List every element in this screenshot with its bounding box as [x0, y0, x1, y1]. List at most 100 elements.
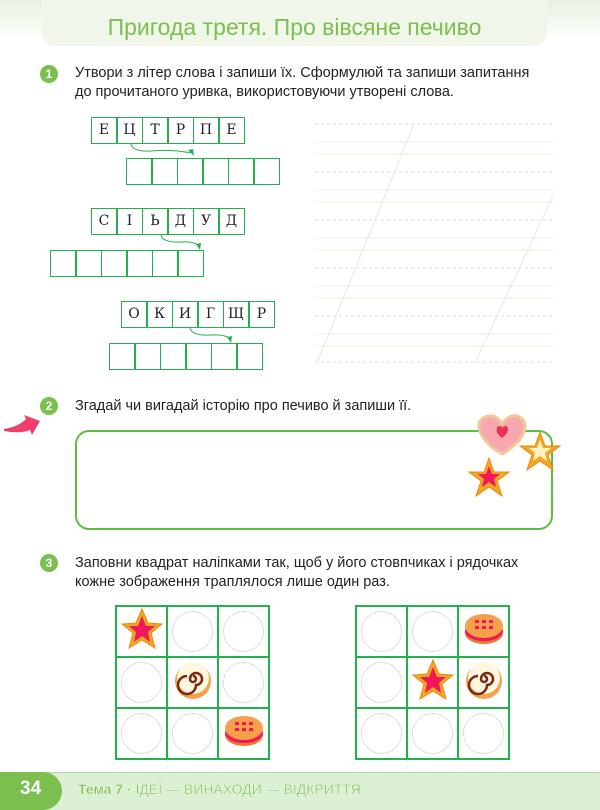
answer-cell[interactable] — [227, 158, 255, 185]
grid-cell[interactable] — [167, 606, 218, 657]
sticker-slot[interactable] — [223, 662, 264, 703]
bun-cookie-icon — [463, 659, 505, 706]
letter-cell: Т — [141, 117, 169, 144]
task3-line1: Заповни квадрат наліпками так, щоб у йог… — [75, 555, 519, 571]
footer-theme: Тема 7 · ІДЕЇ — ВИНАХОДИ — ВІДКРИТТЯ — [78, 781, 361, 797]
sticker-slot[interactable] — [361, 611, 402, 652]
answer-cell[interactable] — [75, 250, 102, 277]
answer-cell[interactable] — [151, 158, 178, 185]
sticker-slot[interactable] — [361, 662, 402, 703]
task1-text: Утвори з літер слова і запиши їх. Сформу… — [75, 64, 529, 102]
arrow-icon — [189, 327, 231, 341]
grid-cell[interactable] — [356, 657, 407, 708]
answer-cell[interactable] — [126, 250, 153, 277]
task1-line2: до прочитаного уривка, використовуючи ут… — [75, 84, 454, 100]
grid-cell[interactable] — [116, 657, 167, 708]
grid-cell[interactable] — [167, 657, 218, 708]
letter-cell: Р — [167, 117, 194, 144]
grid-cell[interactable] — [407, 606, 458, 657]
grid-cell[interactable] — [458, 606, 509, 657]
letter-cell: Ь — [141, 208, 169, 235]
letter-cell: С — [90, 208, 118, 235]
letter-cell: И — [171, 301, 199, 328]
letter-cell: Щ — [222, 301, 250, 328]
bun-cookie-icon — [172, 659, 214, 706]
sticker-slot[interactable] — [121, 662, 162, 703]
answer-cell[interactable] — [236, 343, 263, 370]
sticker-slot[interactable] — [412, 713, 453, 754]
arrows — [130, 143, 232, 343]
sticker-slot[interactable] — [463, 713, 504, 754]
sticker-slot[interactable] — [172, 611, 213, 652]
letter-cell: Р — [248, 301, 275, 328]
letter-cell: О — [120, 301, 148, 328]
tart-cookie-icon — [463, 611, 505, 652]
writing-lines[interactable] — [315, 123, 553, 363]
letter-cell: Г — [197, 301, 224, 328]
footer-band — [0, 772, 600, 810]
answer-cell[interactable] — [108, 343, 136, 370]
answer-row-3[interactable] — [108, 343, 263, 370]
grid-cell[interactable] — [458, 657, 509, 708]
story-answer-box[interactable] — [75, 430, 553, 530]
grid-cell[interactable] — [458, 708, 509, 759]
answer-cell[interactable] — [202, 158, 229, 185]
letter-cell: У — [192, 208, 220, 235]
answer-cell[interactable] — [253, 158, 280, 185]
task1-line1: Утвори з літер слова і запиши їх. Сформу… — [75, 65, 530, 81]
sticker-grid-left — [115, 605, 270, 760]
answer-row-1[interactable] — [125, 158, 280, 185]
grid-cell[interactable] — [167, 708, 218, 759]
grid-cell[interactable] — [116, 606, 167, 657]
task-number-badge: 3 — [40, 554, 58, 572]
answer-cell[interactable] — [185, 343, 212, 370]
star-cookie-icon — [411, 658, 455, 707]
grid-cell[interactable] — [356, 708, 407, 759]
letter-cell: П — [192, 117, 220, 144]
star-cookie-icon — [120, 607, 164, 656]
sticker-slot[interactable] — [121, 713, 162, 754]
sticker-slot[interactable] — [172, 713, 213, 754]
tart-cookie-icon — [223, 713, 265, 754]
answer-cell[interactable] — [49, 250, 77, 277]
grid-cell[interactable] — [407, 657, 458, 708]
sticker-slot[interactable] — [361, 713, 402, 754]
answer-cell[interactable] — [210, 343, 238, 370]
sticker-slot[interactable] — [412, 611, 453, 652]
letter-cell: І — [116, 208, 143, 235]
answer-cell[interactable] — [159, 343, 187, 370]
page-number: 34 — [0, 772, 62, 810]
answer-cell[interactable] — [176, 158, 204, 185]
arrow-icon — [130, 143, 192, 154]
letter-cell: Е — [90, 117, 118, 144]
answer-cell[interactable] — [100, 250, 128, 277]
answer-cell[interactable] — [151, 250, 179, 277]
grid-cell[interactable] — [116, 708, 167, 759]
footer-topic: ІДЕЇ — ВИНАХОДИ — ВІДКРИТТЯ — [135, 781, 361, 797]
task2-text: Згадай чи вигадай історію про печиво й з… — [75, 398, 412, 414]
sticker-slot[interactable] — [223, 611, 264, 652]
grid-cell[interactable] — [356, 606, 407, 657]
page-title: Пригода третя. Про вівсяне печиво — [107, 14, 482, 40]
header-band — [42, 0, 547, 46]
grid-cell[interactable] — [218, 708, 269, 759]
answer-cell[interactable] — [134, 343, 161, 370]
answer-cell[interactable] — [177, 250, 204, 277]
task-number-badge: 1 — [40, 65, 58, 83]
footer-separator: · — [126, 781, 132, 797]
cookie-stickers-icon — [467, 414, 562, 498]
letter-cell: Ц — [116, 117, 143, 144]
grid-cell[interactable] — [218, 606, 269, 657]
grid-cell[interactable] — [407, 708, 458, 759]
answer-row-2[interactable] — [49, 250, 204, 277]
grid-cell[interactable] — [218, 657, 269, 708]
letter-cell: К — [146, 301, 173, 328]
letter-cell: Д — [218, 208, 245, 235]
task3-text: Заповни квадрат наліпками так, щоб у йог… — [75, 554, 518, 592]
footer-theme-label: Тема 7 — [78, 781, 124, 797]
arrow-icon — [160, 234, 200, 248]
answer-cell[interactable] — [125, 158, 153, 185]
